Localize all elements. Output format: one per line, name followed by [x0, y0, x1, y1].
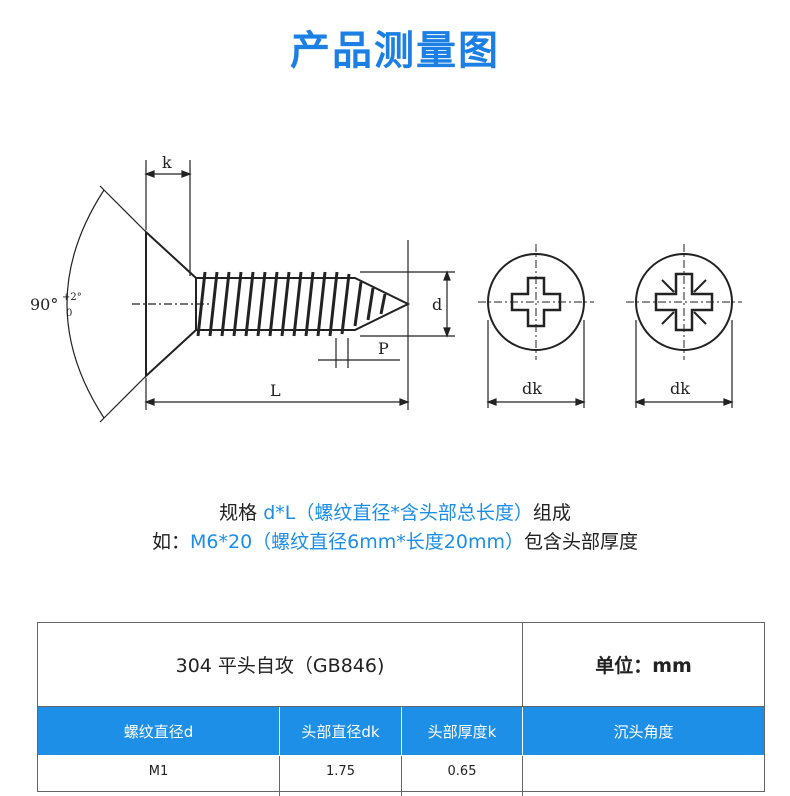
unit-label: 单位：mm — [595, 655, 692, 677]
table-row: M1 1.75 0.65 — [38, 756, 764, 796]
spec-line-1: 规格 d*L（螺纹直径*含头部总长度）组成 — [0, 498, 790, 525]
screw-threads — [196, 271, 387, 337]
cell-head-diameter: 1.75 — [280, 756, 402, 796]
header-head-diameter: 头部直径dk — [280, 707, 402, 755]
label-P: P — [378, 339, 389, 358]
label-k: k — [162, 153, 172, 172]
table-header-row: 螺纹直径d 头部直径dk 头部厚度k 沉头角度 — [38, 707, 764, 755]
page-title: 产品测量图 — [290, 28, 500, 74]
spec-line-1-suffix: 组成 — [532, 502, 571, 524]
label-dk-1: dk — [522, 379, 542, 398]
spec-line-2-highlight: M6*20（螺纹直径6mm*长度20mm） — [190, 531, 524, 553]
header-countersink-angle: 沉头角度 — [613, 722, 674, 741]
spec-table: 304 平头自攻（GB846) 单位：mm 螺纹直径d 头部直径dk 头部厚度k… — [37, 622, 765, 796]
label-angle-tol-bottom: 0 — [66, 308, 72, 319]
cell-countersink-angle — [523, 756, 764, 796]
label-angle: 90° — [30, 295, 58, 314]
spec-line-1-highlight: d*L（螺纹直径*含头部总长度） — [263, 502, 533, 524]
header-head-thickness: 头部厚度k — [402, 707, 523, 755]
label-L: L — [270, 381, 281, 400]
spec-line-2-prefix: 如： — [152, 531, 191, 553]
label-dk-2: dk — [670, 379, 690, 398]
phillips-head-view — [478, 244, 594, 408]
spec-line-2: 如：M6*20（螺纹直径6mm*长度20mm）包含头部厚度 — [0, 527, 790, 554]
screw-measurement-diagram: k 90° +2° 0 L d P dk dk — [30, 153, 742, 423]
product-name: 304 平头自攻（GB846) — [38, 623, 523, 706]
label-d: d — [432, 295, 442, 314]
cell-thread-diameter: M1 — [38, 756, 280, 796]
label-angle-tol-top: +2° — [62, 292, 82, 303]
spec-line-2-suffix: 包含头部厚度 — [523, 531, 638, 553]
table-title-row: 304 平头自攻（GB846) 单位：mm — [38, 623, 764, 707]
cell-head-thickness: 0.65 — [402, 756, 523, 796]
pozidriv-head-view — [626, 244, 742, 408]
header-thread-diameter: 螺纹直径d — [38, 707, 280, 755]
spec-line-1-prefix: 规格 — [219, 502, 264, 524]
